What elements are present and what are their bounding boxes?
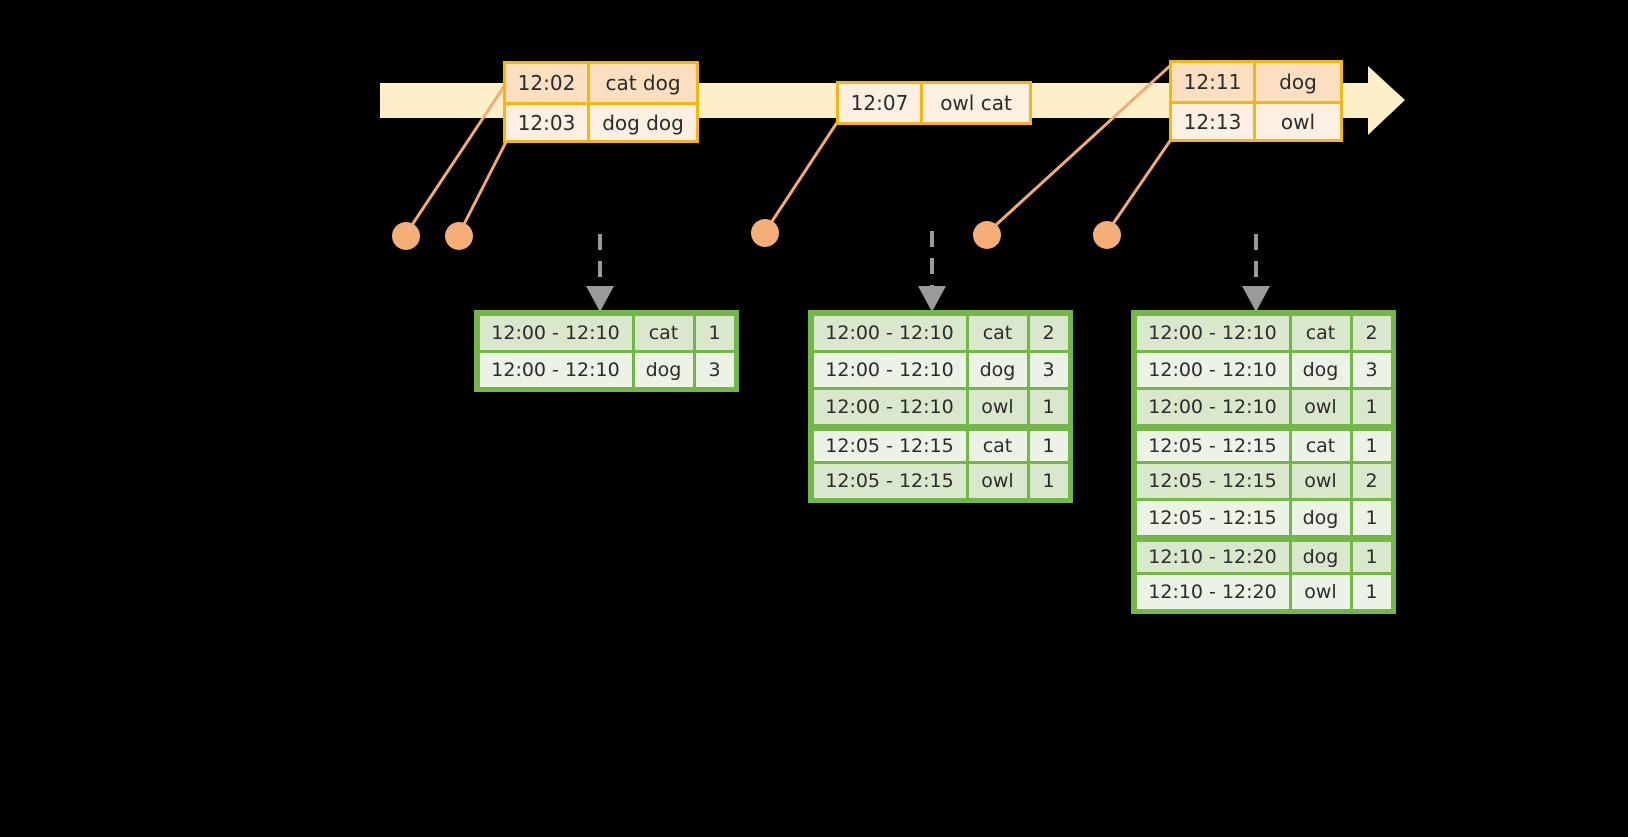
dashed-arrows xyxy=(598,231,1258,288)
cell-count: 1 xyxy=(1352,541,1391,572)
connector-12-02 xyxy=(404,81,509,235)
cell-window: 12:00 - 12:10 xyxy=(479,352,632,387)
event-value: dog xyxy=(1279,70,1317,94)
event-value: owl xyxy=(1280,109,1316,134)
event-value: owl cat xyxy=(940,91,1012,115)
cell-count: 1 xyxy=(1352,389,1391,424)
event-time: 12:13 xyxy=(1172,104,1256,139)
cell-count: 1 xyxy=(1352,430,1391,461)
cell-key: cat xyxy=(1291,430,1350,461)
cell-count: 2 xyxy=(1029,315,1068,350)
dashed-arrow-heads xyxy=(586,286,1270,312)
cell-window: 12:00 - 12:10 xyxy=(1136,389,1289,424)
event-group-1: 12:02 cat dog 12:03 dog dog xyxy=(503,61,699,143)
event-value: dog dog xyxy=(602,110,684,135)
cell-key: owl xyxy=(1291,463,1350,498)
cell-key: cat xyxy=(968,315,1027,350)
dot-12-13 xyxy=(1093,221,1121,249)
event-group-2: 12:07 owl cat xyxy=(836,81,1032,125)
cell-count: 3 xyxy=(1352,352,1391,387)
cell-window: 12:05 - 12:15 xyxy=(813,430,966,461)
arrow-right-icon xyxy=(1368,66,1405,135)
cell-key: owl xyxy=(968,463,1027,498)
event-row[interactable]: 12:03 dog dog xyxy=(506,102,696,140)
connector-12-13 xyxy=(1104,137,1174,235)
event-dots xyxy=(392,219,1121,250)
cell-window: 12:00 - 12:10 xyxy=(813,315,966,350)
cell-window: 12:05 - 12:15 xyxy=(813,463,966,498)
event-row[interactable]: 12:07 owl cat xyxy=(839,84,1029,122)
cell-key: dog xyxy=(1291,541,1350,572)
cell-window: 12:00 - 12:10 xyxy=(1136,315,1289,350)
dot-12-03 xyxy=(445,222,473,250)
cell-key: dog xyxy=(1291,352,1350,387)
cell-key: dog xyxy=(634,352,693,387)
event-group-3: 12:11 dog 12:13 owl xyxy=(1169,60,1343,142)
cell-window: 12:10 - 12:20 xyxy=(1136,574,1289,609)
cell-count: 1 xyxy=(1029,389,1068,424)
event-time: 12:03 xyxy=(506,105,590,140)
cell-key: owl xyxy=(1291,574,1350,609)
cell-window: 12:05 - 12:15 xyxy=(1136,430,1289,461)
cell-window: 12:10 - 12:20 xyxy=(1136,541,1289,572)
cell-window: 12:00 - 12:10 xyxy=(1136,352,1289,387)
event-time: 12:02 xyxy=(506,64,590,102)
cell-count: 1 xyxy=(1352,500,1391,535)
event-row[interactable]: 12:02 cat dog xyxy=(506,64,696,102)
connector-12-03 xyxy=(457,139,509,235)
arrow-down-icon-3 xyxy=(1242,286,1270,312)
cell-count: 1 xyxy=(1352,574,1391,609)
cell-count: 2 xyxy=(1352,463,1391,498)
cell-key: cat xyxy=(1291,315,1350,350)
cell-key: owl xyxy=(1291,389,1350,424)
cell-count: 1 xyxy=(1029,463,1068,498)
cell-window: 12:00 - 12:10 xyxy=(813,389,966,424)
event-value: cat dog xyxy=(605,71,681,95)
dot-12-11 xyxy=(973,221,1001,249)
event-time: 12:07 xyxy=(839,84,923,122)
cell-count: 1 xyxy=(695,315,734,350)
cell-count: 3 xyxy=(1029,352,1068,387)
cell-count: 3 xyxy=(695,352,734,387)
cell-key: dog xyxy=(968,352,1027,387)
cell-key: cat xyxy=(968,430,1027,461)
dot-12-07 xyxy=(751,219,779,247)
cell-window: 12:05 - 12:15 xyxy=(1136,500,1289,535)
cell-key: cat xyxy=(634,315,693,350)
dot-12-02 xyxy=(392,222,420,250)
event-row[interactable]: 12:11 dog xyxy=(1172,63,1340,101)
cell-window: 12:05 - 12:15 xyxy=(1136,463,1289,498)
event-time: 12:11 xyxy=(1172,63,1256,101)
arrow-down-icon-1 xyxy=(586,286,614,312)
cell-window: 12:00 - 12:10 xyxy=(813,352,966,387)
cell-window: 12:00 - 12:10 xyxy=(479,315,632,350)
cell-key: owl xyxy=(968,389,1027,424)
cell-count: 2 xyxy=(1352,315,1391,350)
cell-key: dog xyxy=(1291,500,1350,535)
event-row[interactable]: 12:13 owl xyxy=(1172,101,1340,139)
arrow-down-icon-2 xyxy=(918,286,946,312)
connector-12-07 xyxy=(763,117,842,233)
cell-count: 1 xyxy=(1029,430,1068,461)
